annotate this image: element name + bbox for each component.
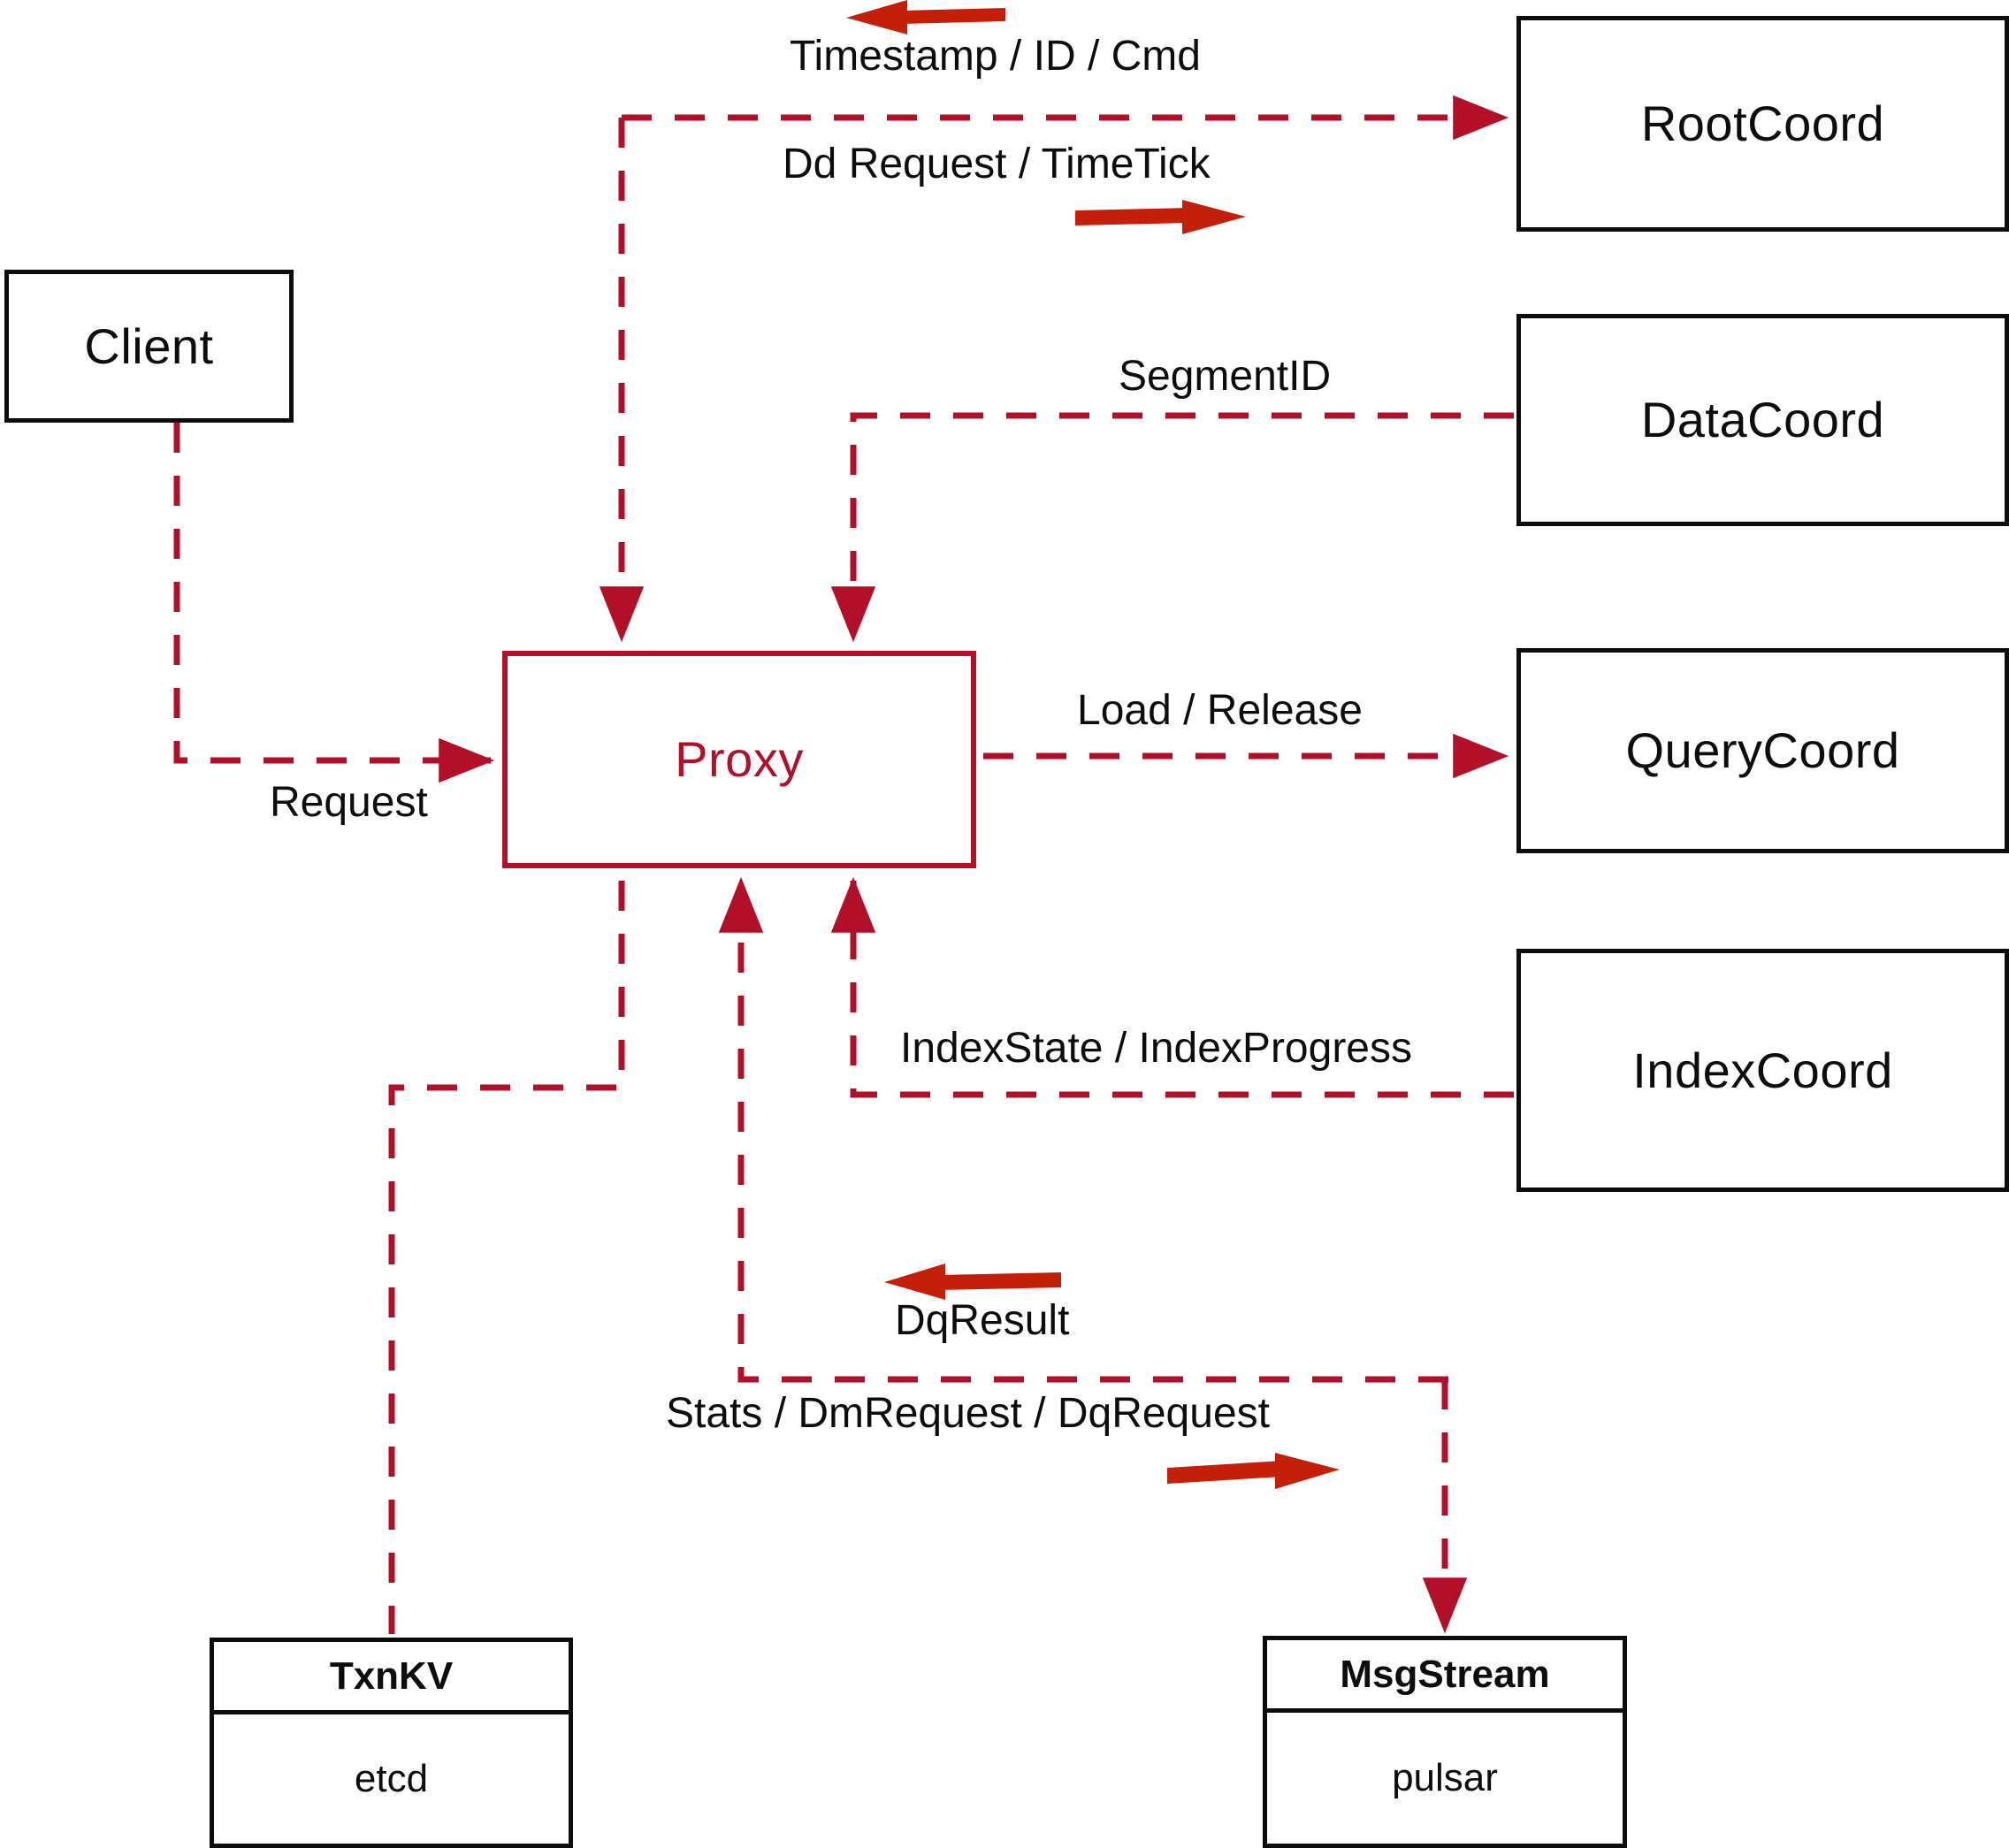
edge-label-segment-id: SegmentID: [1119, 353, 1332, 400]
node-msg-stream-impl: pulsar: [1392, 1756, 1498, 1799]
edge-client-to-proxy: [173, 423, 495, 783]
node-query-coord-label: QueryCoord: [1625, 722, 1900, 778]
node-index-coord[interactable]: IndexCoord: [1516, 949, 2009, 1192]
node-proxy-label: Proxy: [675, 731, 804, 787]
node-client[interactable]: Client: [4, 270, 294, 423]
node-txn-kv-impl: etcd: [354, 1757, 429, 1800]
node-data-coord[interactable]: DataCoord: [1516, 314, 2009, 526]
edge-label-request: Request: [270, 779, 428, 826]
node-msg-stream-title: MsgStream: [1267, 1640, 1623, 1713]
node-index-coord-label: IndexCoord: [1632, 1042, 1893, 1098]
bold-arrow-right-dmrequest: [1167, 1453, 1340, 1489]
bold-direction-arrows: [846, 0, 1340, 1489]
bold-arrow-left-dqresult: [884, 1264, 1061, 1300]
edge-label-stats-dm-dq-request: Stats / DmRequest / DqRequest: [666, 1390, 1270, 1437]
bold-arrow-left-timestamp: [846, 0, 1005, 34]
edge-proxy-to-txnkv: [388, 881, 625, 1634]
edge-indexcoord-to-proxy: [830, 876, 1514, 1098]
edge-label-load-release: Load / Release: [1077, 687, 1363, 734]
edge-label-dq-result: DqResult: [895, 1297, 1070, 1344]
edge-label-index-state-progress: IndexState / IndexProgress: [900, 1025, 1412, 1072]
node-query-coord[interactable]: QueryCoord: [1516, 648, 2009, 853]
edge-label-dd-request-timetick: Dd Request / TimeTick: [783, 141, 1211, 187]
node-msg-stream[interactable]: MsgStream pulsar: [1263, 1636, 1627, 1848]
node-txn-kv-title: TxnKV: [214, 1642, 569, 1714]
bold-arrow-right-ddrequest: [1075, 200, 1246, 234]
node-txn-kv[interactable]: TxnKV etcd: [210, 1638, 573, 1848]
edge-datacoord-to-proxy: [830, 412, 1514, 643]
node-root-coord-label: RootCoord: [1640, 95, 1885, 151]
edge-label-timestamp-id-cmd: Timestamp / ID / Cmd: [790, 33, 1201, 80]
node-proxy[interactable]: Proxy: [502, 651, 976, 868]
node-data-coord-label: DataCoord: [1640, 392, 1885, 447]
node-root-coord[interactable]: RootCoord: [1516, 16, 2009, 232]
edge-msgstream-to-proxy: [718, 876, 1448, 1383]
node-client-label: Client: [84, 317, 214, 374]
